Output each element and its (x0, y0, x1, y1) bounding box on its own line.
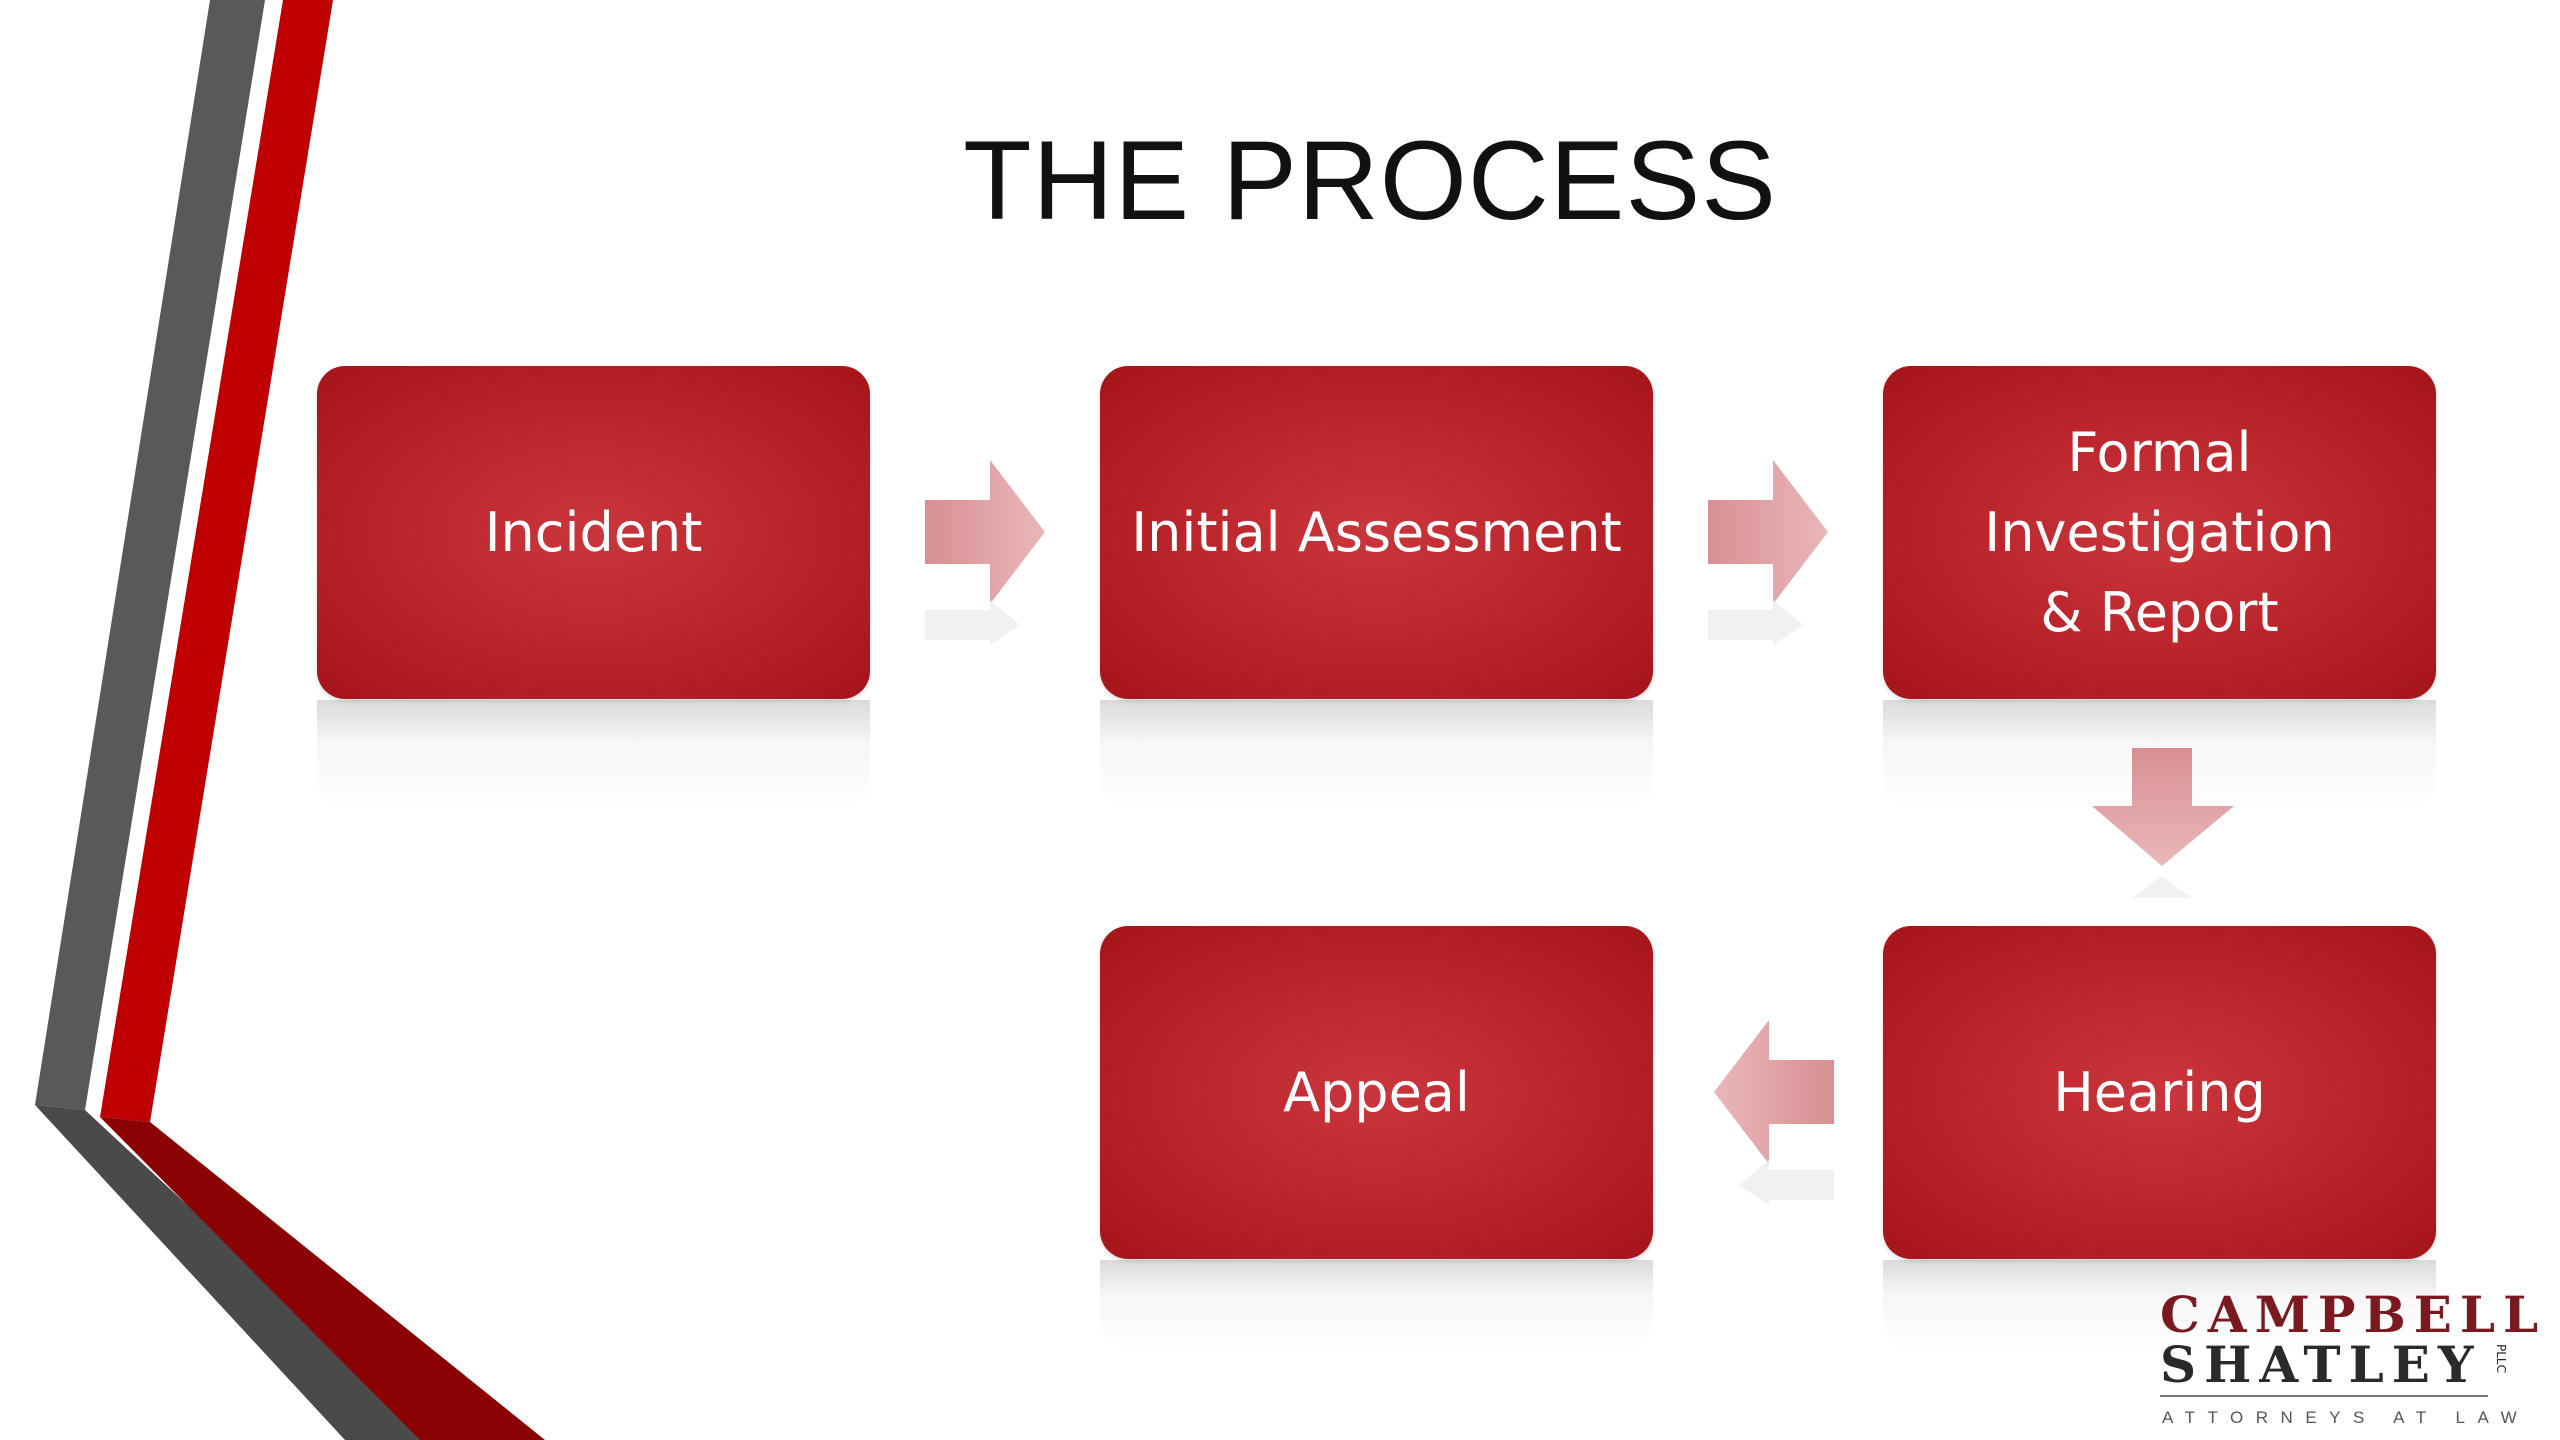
logo-tagline: ATTORNEYS AT LAW (2162, 1408, 2530, 1427)
logo-suffix: PLLC (2494, 1344, 2508, 1373)
slide-title: THE PROCESS (963, 118, 1777, 243)
arrow-right-icon (1708, 460, 1828, 645)
box-reflection (1100, 700, 1653, 810)
box-reflection (1883, 1260, 2436, 1350)
process-box-incident: Incident (317, 366, 870, 699)
arrow-down-icon (2092, 748, 2234, 898)
process-box-hearing: Hearing (1883, 926, 2436, 1259)
logo-line1: CAMPBELL (2160, 1285, 2547, 1344)
red-stripe-lower (100, 1117, 545, 1440)
process-box-appeal: Appeal (1100, 926, 1653, 1259)
campbell-shatley-logo: CAMPBELL SHATLEY PLLC ATTORNEYS AT LAW (2160, 1290, 2538, 1430)
arrow-left-icon (1714, 1020, 1834, 1205)
red-stripe-upper (100, 0, 333, 1122)
logo-line2: SHATLEY (2160, 1335, 2482, 1394)
gray-stripe-upper (35, 0, 265, 1110)
logo-divider (2160, 1395, 2488, 1397)
process-box-formal-investigation: Formal Investigation & Report (1883, 366, 2436, 699)
arrow-right-icon (925, 460, 1045, 645)
process-box-initial-assessment: Initial Assessment (1100, 366, 1653, 699)
box-reflection (1100, 1260, 1653, 1350)
box-reflection (317, 700, 870, 810)
